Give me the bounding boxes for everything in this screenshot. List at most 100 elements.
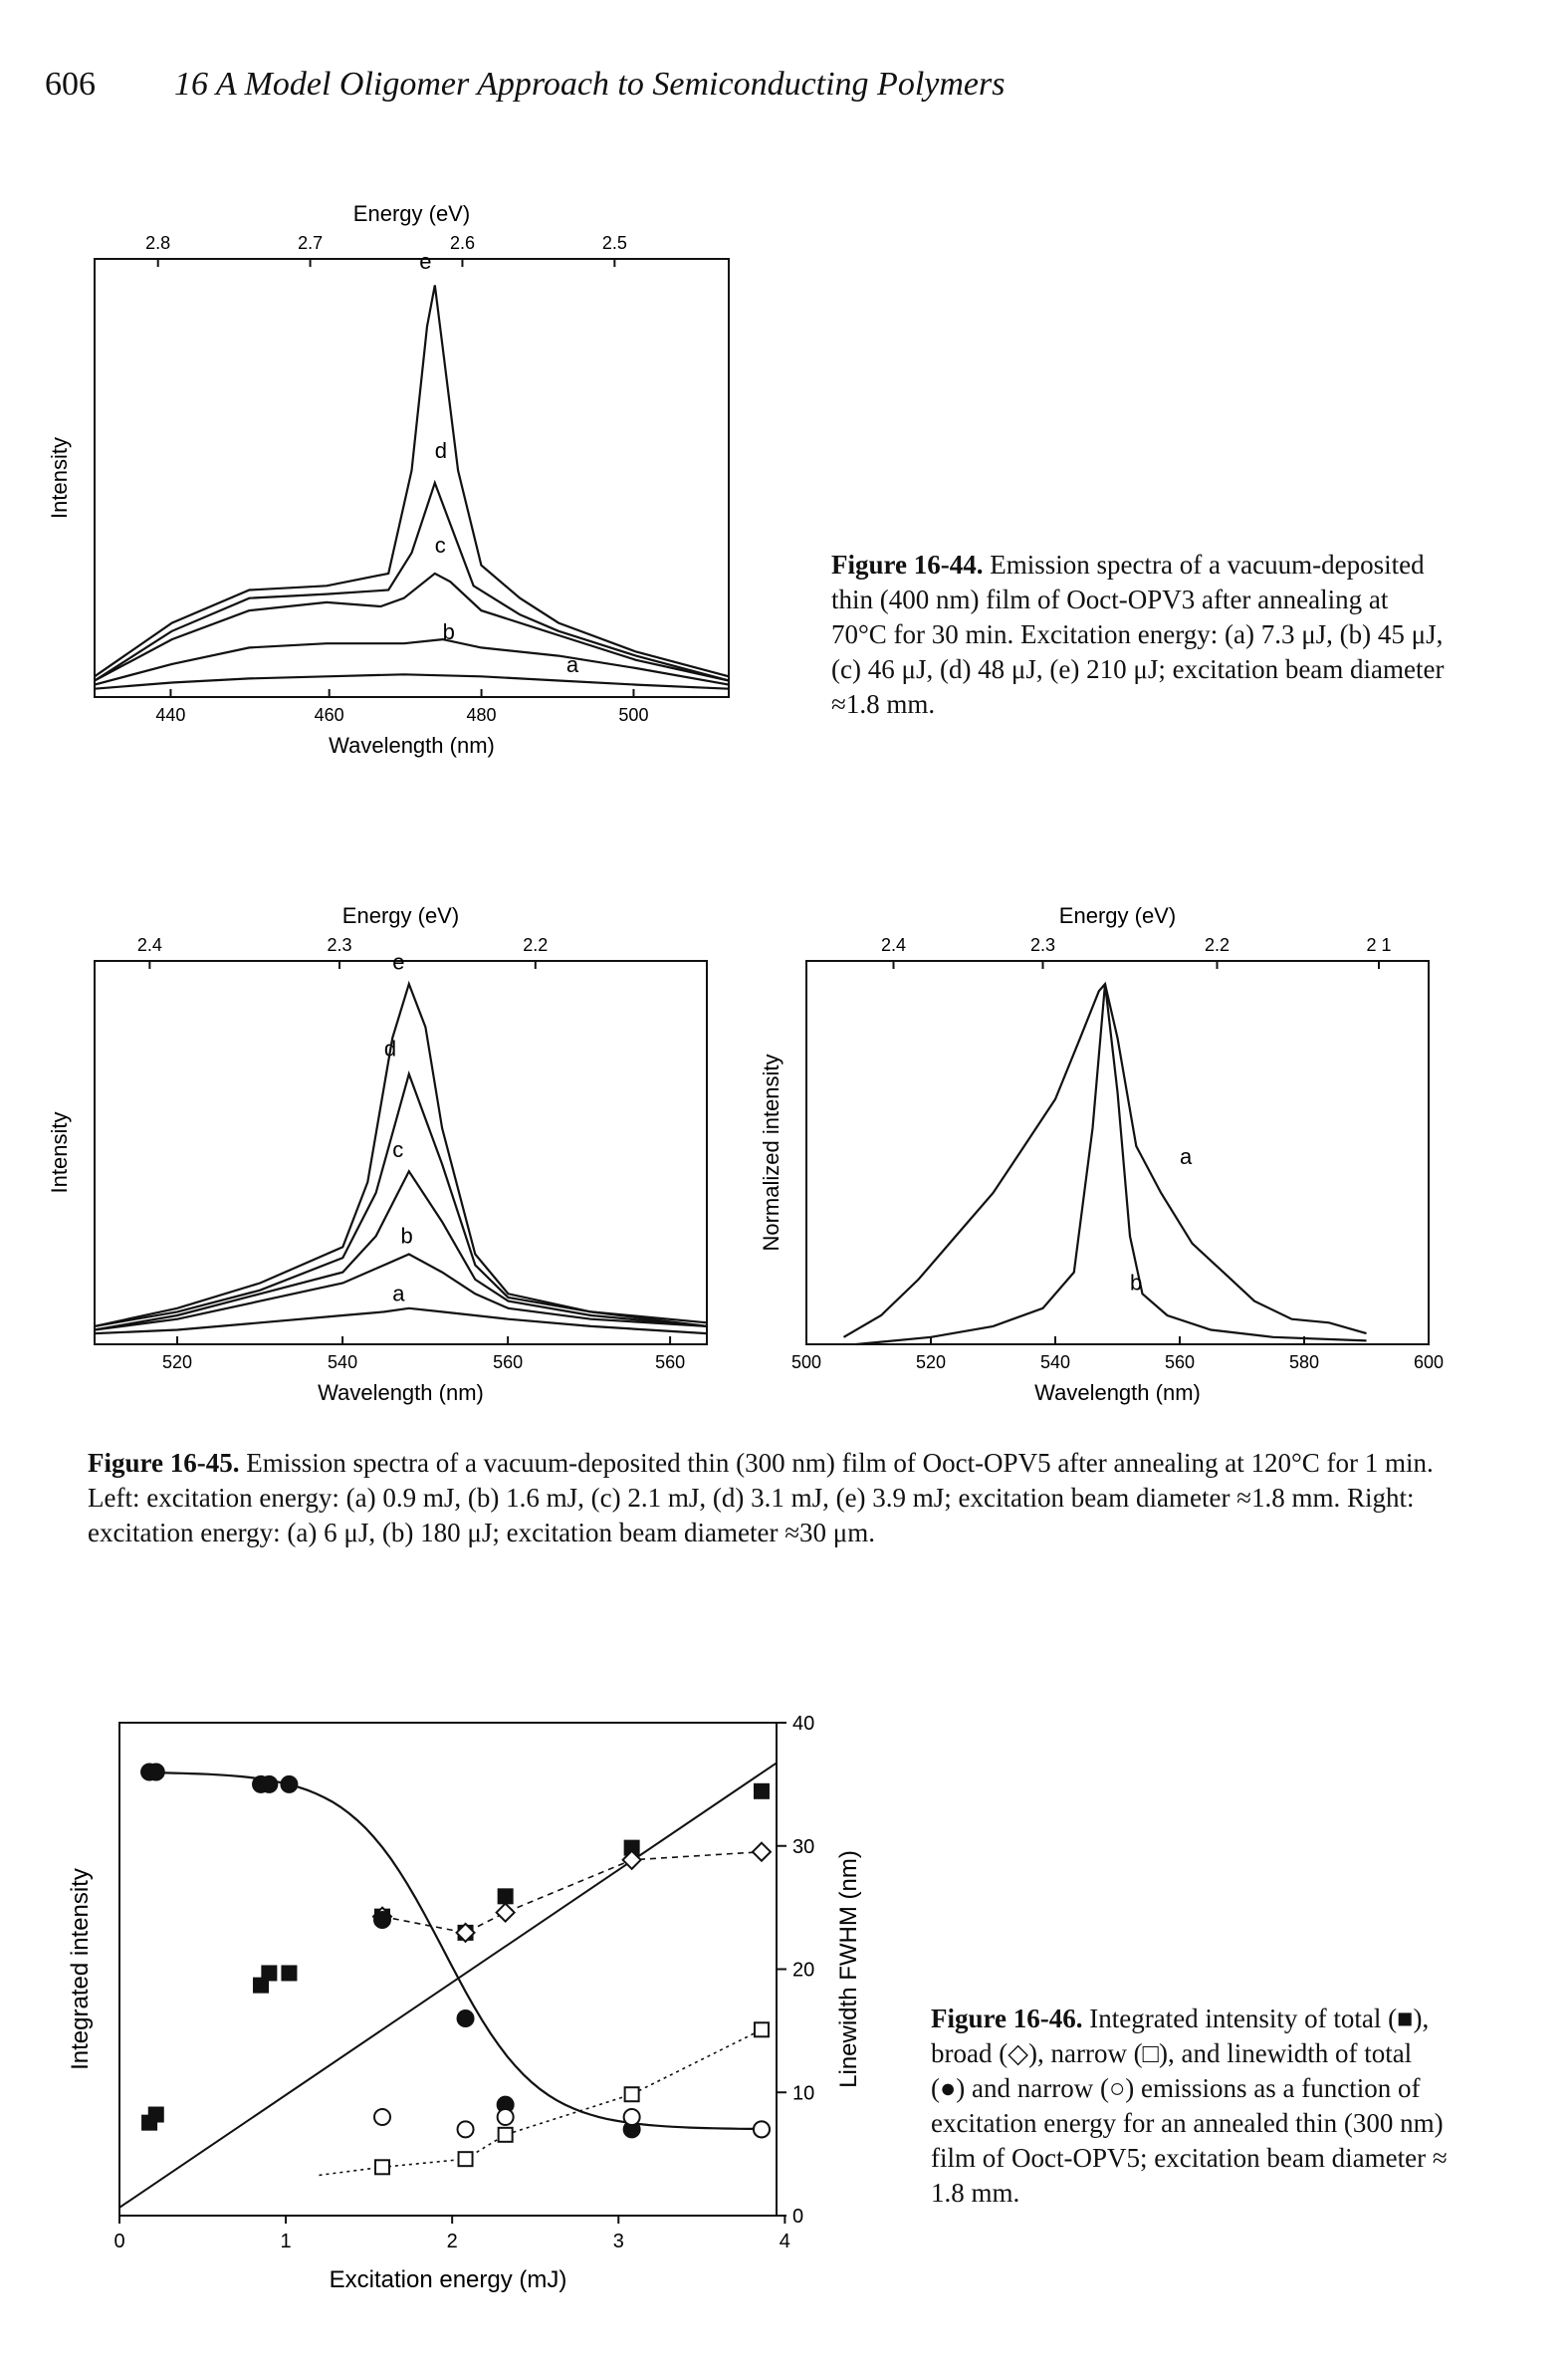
point-total (253, 1977, 270, 1994)
x-tick-label: 2 (447, 2231, 458, 2252)
series-line-e (94, 980, 708, 1327)
x-axis-label: Excitation energy (mJ) (330, 2266, 567, 2293)
x-tick-label: 3 (613, 2231, 624, 2252)
curve-label-c: c (435, 533, 446, 558)
point-total (281, 1965, 298, 1982)
caption-text: Emission spectra of a vacuum-deposited t… (831, 550, 1445, 719)
y-axis-label: Intensity (47, 1112, 72, 1194)
x-tick-label: 540 (328, 1352, 357, 1372)
running-title: 16 A Model Oligomer Approach to Semicond… (174, 66, 1006, 103)
plot-frame (94, 258, 730, 698)
top-tick-label: 2.2 (523, 935, 548, 955)
point-total (497, 1888, 514, 1905)
x-tick-label: 4 (780, 2231, 790, 2252)
y-axis-label: Integrated intensity (67, 1868, 94, 2070)
point-total (623, 1839, 640, 1856)
point-linewidth-total (456, 2009, 475, 2027)
curve-label-d: d (435, 438, 447, 463)
point-linewidth-total (280, 1774, 299, 1793)
point-narrow (623, 2086, 640, 2103)
series-line-e (94, 285, 730, 678)
caption-label: Figure 16-44. (831, 550, 984, 580)
y-axis-label: Normalized intensity (759, 1054, 784, 1251)
point-total (261, 1965, 278, 1982)
top-tick-label: 2.4 (137, 935, 162, 955)
x-tick-label: 460 (315, 705, 344, 725)
series-line-d (94, 479, 730, 682)
figure-16-44-caption: Figure 16-44. Emission spectra of a vacu… (831, 548, 1449, 722)
point-linewidth-narrow (456, 2120, 475, 2139)
y2-tick-label: 40 (792, 1713, 814, 1735)
x-axis-label: Wavelength (nm) (318, 1380, 484, 1405)
fit-line-broad (381, 1850, 763, 1934)
series-line-c (94, 572, 730, 682)
series-line-a (842, 981, 1367, 1338)
y-axis-label: Intensity (47, 437, 72, 519)
top-tick-label: 2.3 (327, 935, 351, 955)
point-linewidth-total (622, 2120, 641, 2139)
point-linewidth-total (496, 2095, 515, 2114)
x-tick-label: 580 (1289, 1352, 1319, 1372)
y2-axis-label: Linewidth FWHM (nm) (835, 1850, 862, 2088)
curve-label-c: c (392, 1137, 403, 1162)
curve-label-e: e (392, 950, 404, 975)
point-linewidth-total (373, 1911, 391, 1929)
top-axis-label: Energy (eV) (353, 201, 470, 226)
point-broad (751, 1841, 773, 1863)
x-tick-label: 520 (162, 1352, 192, 1372)
point-broad (495, 1902, 517, 1923)
point-narrow (457, 2151, 474, 2168)
series-line-d (94, 1070, 708, 1327)
x-tick-label: 500 (618, 705, 648, 725)
x-axis-label: Wavelength (nm) (329, 733, 495, 758)
running-header: 606 16 A Model Oligomer Approach to Semi… (45, 66, 1518, 116)
x-tick-label: 560 (655, 1352, 685, 1372)
x-tick-label: 560 (1165, 1352, 1195, 1372)
y2-tick-label: 20 (792, 1960, 814, 1982)
point-linewidth-narrow (752, 2120, 771, 2139)
top-tick-label: 2.5 (602, 233, 627, 253)
curve-label-a: a (1180, 1144, 1193, 1169)
point-narrow (497, 2126, 514, 2143)
series-line-a (94, 1306, 708, 1335)
point-linewidth-total (146, 1763, 165, 1781)
top-tick-label: 2.2 (1205, 935, 1230, 955)
series-line-b (855, 983, 1367, 1346)
figure-16-45-left-chart: 520 540 560 560 2.4 2.3 2.2 Energy (eV) Waveleng… (40, 881, 737, 1439)
curve-label-b: b (1130, 1271, 1142, 1296)
top-tick-label: 2.8 (145, 233, 170, 253)
x-tick-label: 1 (281, 2231, 292, 2252)
top-axis-label: Energy (eV) (342, 903, 459, 928)
top-tick-label: 2.4 (881, 935, 906, 955)
figure-16-46-caption: Figure 16-46. Integrated intensity of to… (931, 2002, 1449, 2211)
x-tick-label: 440 (155, 705, 185, 725)
series-line-c (94, 1169, 708, 1331)
x-tick-label: 500 (791, 1352, 821, 1372)
x-tick-label: 560 (493, 1352, 523, 1372)
figure-16-45-caption: Figure 16-45. Emission spectra of a vacu… (88, 1446, 1442, 1550)
curve-label-a: a (392, 1282, 405, 1306)
point-narrow (374, 2159, 390, 2176)
page-number: 606 (45, 66, 96, 103)
plot-frame (94, 960, 708, 1345)
caption-label: Figure 16-45. (88, 1448, 240, 1478)
point-broad (455, 1922, 476, 1944)
x-tick-label: 540 (1040, 1352, 1070, 1372)
point-linewidth-narrow (496, 2108, 515, 2126)
curve-label-b: b (401, 1224, 413, 1249)
y2-tick-label: 30 (792, 1836, 814, 1858)
x-tick-label: 0 (113, 2231, 124, 2252)
y2-tick-label: 0 (792, 2206, 803, 2228)
curve-label-e: e (419, 249, 431, 274)
point-linewidth-total (260, 1774, 279, 1793)
caption-label: Figure 16-46. (931, 2004, 1083, 2033)
fit-line-linewidth (149, 1771, 766, 2131)
x-tick-label: 520 (916, 1352, 946, 1372)
plot-frame (805, 960, 1430, 1345)
y2-tick-label: 10 (792, 2082, 814, 2104)
fit-line-total (118, 1762, 778, 2209)
